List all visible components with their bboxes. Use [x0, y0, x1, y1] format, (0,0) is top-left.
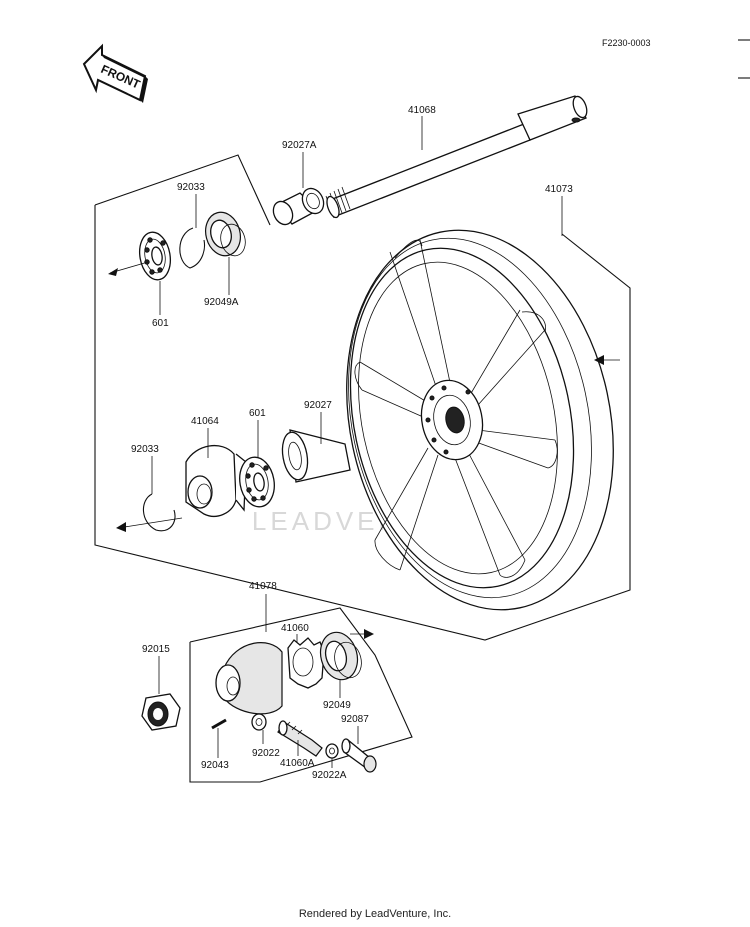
washer-a [325, 743, 339, 759]
gear-housing [215, 642, 283, 715]
label-gear-housing: 41078 [249, 581, 277, 592]
bushing [341, 738, 377, 773]
arrow-head [364, 629, 374, 639]
label-circlip-upper: 92033 [177, 182, 205, 193]
ref-code: F2230-0003 [602, 38, 651, 48]
wheel [346, 229, 614, 611]
gear [287, 637, 325, 689]
label-nut: 92015 [142, 644, 170, 655]
pin [211, 718, 227, 730]
bearing-lower [239, 456, 275, 508]
frame-line [94, 205, 631, 641]
label-washer-a: 92022A [312, 770, 347, 781]
footer-credit: Rendered by LeadVenture, Inc. [298, 908, 452, 920]
label-bushing: 92087 [341, 714, 369, 725]
leader [117, 517, 183, 529]
circlip-upper [179, 227, 206, 269]
frame-line [94, 154, 271, 226]
label-washer: 92022 [252, 748, 280, 759]
frame-line [189, 607, 413, 783]
label-collar: 92027A [282, 140, 317, 151]
arrow-head [594, 355, 604, 365]
arrow-head [108, 268, 118, 276]
label-seal-lower: 92049 [323, 700, 351, 711]
label-axle: 41068 [408, 105, 436, 116]
collar [272, 187, 325, 226]
seal-upper [205, 211, 246, 257]
label-circlip-lower: 92033 [131, 444, 159, 455]
label-bearing-upper: 601 [152, 318, 169, 329]
drive-gear [277, 720, 323, 757]
label-bearing-lower: 601 [249, 408, 266, 419]
label-wheel: 41073 [545, 184, 573, 195]
bearing-upper [139, 231, 171, 281]
label-pin: 92043 [201, 760, 229, 771]
plate [185, 444, 247, 517]
spacer [281, 429, 351, 483]
label-plate: 41064 [191, 416, 219, 427]
label-seal-upper: 92049A [204, 297, 239, 308]
label-drive-gear: 41060A [280, 758, 315, 769]
axle [325, 95, 588, 219]
washer [251, 713, 267, 731]
front-arrow-icon: FRONT [82, 43, 148, 103]
label-spacer: 92027 [304, 400, 332, 411]
arrow-head [116, 522, 126, 532]
seal-lower [319, 631, 362, 681]
circlip-lower [142, 493, 176, 532]
label-gear: 41060 [281, 623, 309, 634]
nut [141, 693, 181, 731]
